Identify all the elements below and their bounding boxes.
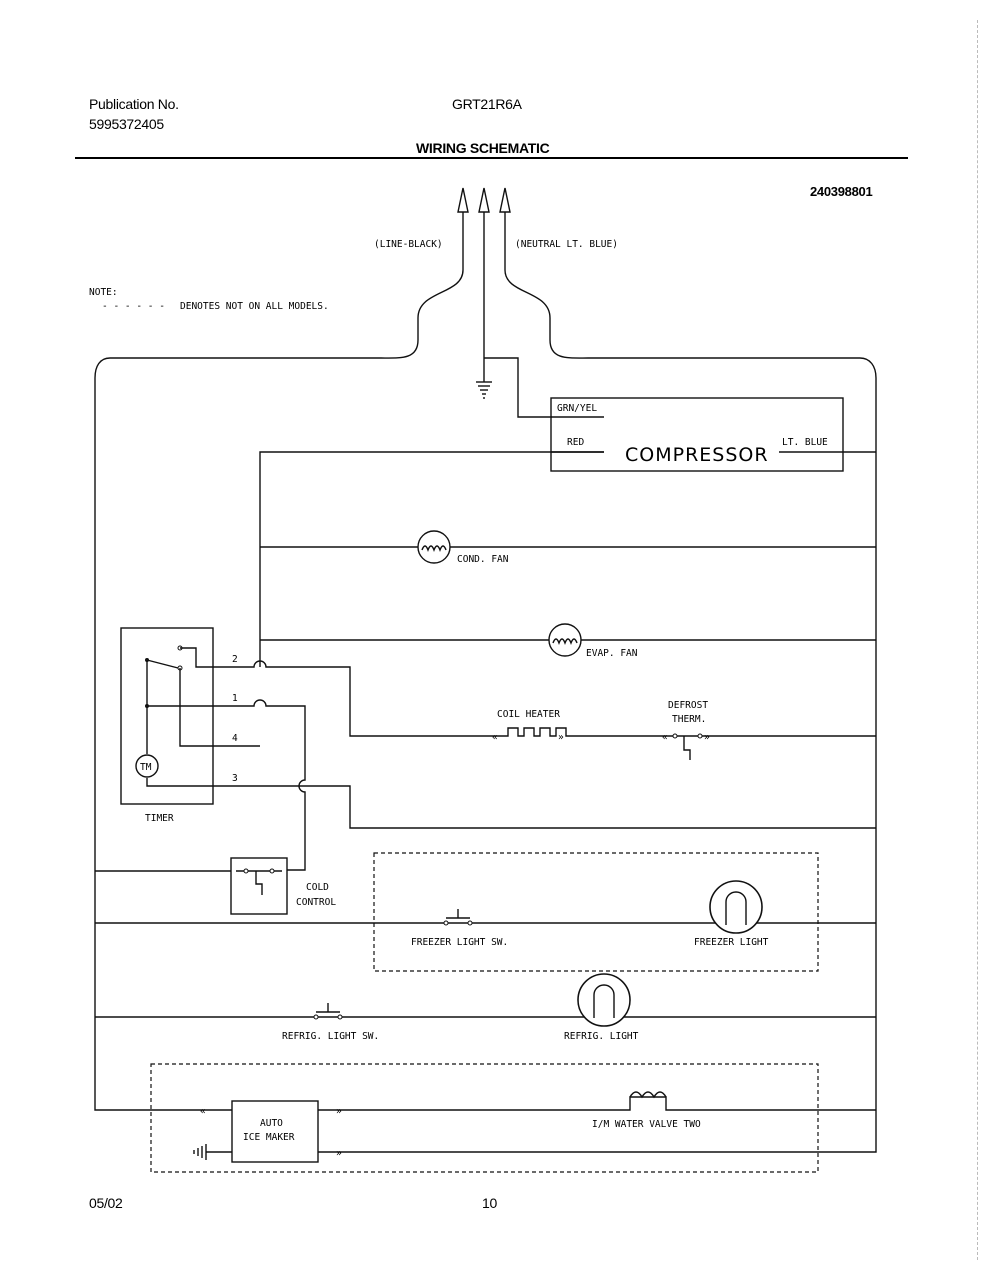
- refrig-light-bulb-icon: [577, 973, 631, 1027]
- svg-text:«: «: [492, 732, 498, 743]
- svg-text:»: »: [336, 1106, 342, 1117]
- evap-fan-motor-icon: [548, 623, 582, 657]
- timer-terminal-4-label: 4: [232, 733, 238, 744]
- timer-terminal-2-label: 2: [232, 654, 238, 665]
- timer-motor-label: TM: [140, 762, 152, 773]
- svg-text:»: »: [558, 732, 564, 743]
- freezer-light-bulb-icon: [709, 880, 763, 934]
- neutral-wire: [340, 212, 877, 1153]
- timer-label: TIMER: [145, 813, 174, 824]
- grn-yel-label: GRN/YEL: [557, 403, 597, 414]
- note-label: NOTE:: [89, 287, 118, 298]
- svg-text:»: »: [336, 1148, 342, 1159]
- cold-control-icon: [255, 871, 263, 895]
- publication-number: 5995372405: [89, 116, 164, 132]
- coil-heater-icon: [500, 727, 664, 737]
- defrost-label: DEFROST: [668, 700, 708, 711]
- svg-text:»: »: [704, 732, 710, 743]
- cold-label: COLD: [306, 882, 329, 893]
- water-valve-label: I/M WATER VALVE TWO: [592, 1119, 701, 1130]
- cold-control-box: [230, 857, 288, 915]
- refrig-light-sw-label: REFRIG. LIGHT SW.: [282, 1031, 379, 1042]
- red-wire: [259, 451, 604, 667]
- ice-maker-ground-icon: [193, 1144, 207, 1160]
- timer-terminal-3-label: 3: [232, 773, 238, 784]
- therm-label: THERM.: [672, 714, 706, 725]
- supply-arrows: [457, 187, 511, 213]
- timer-terminal-3-wire: [213, 785, 876, 829]
- ice-maker-option-box: [150, 1063, 819, 1173]
- page-edge-divider: [977, 20, 978, 1260]
- ground-icon: [476, 381, 492, 399]
- timer-terminal-1-wire: [213, 699, 306, 871]
- grn-yel-wire: [484, 357, 552, 418]
- lt-blue-label: LT. BLUE: [782, 437, 828, 448]
- freezer-light-sw-label: FREEZER LIGHT SW.: [411, 937, 508, 948]
- timer-internals: [145, 645, 260, 787]
- defrost-therm-icon: [683, 736, 691, 760]
- auto-label: AUTO: [260, 1118, 283, 1129]
- water-valve-wire: [318, 1096, 876, 1111]
- timer-terminal-1-label: 1: [232, 693, 238, 704]
- neutral-label: (NEUTRAL LT. BLUE): [515, 239, 618, 250]
- cond-fan-label: COND. FAN: [457, 554, 509, 565]
- svg-text:«: «: [662, 732, 668, 743]
- evap-fan-coil-icon: [552, 638, 578, 645]
- freezer-light-label: FREEZER LIGHT: [694, 937, 769, 948]
- cond-fan-motor-icon: [417, 530, 451, 564]
- water-valve-coil-icon: [629, 1091, 667, 1099]
- refrig-light-switch-icon: [316, 1003, 340, 1013]
- ice-maker-label: ICE MAKER: [243, 1132, 295, 1143]
- note-dashes: - - - - - -: [102, 301, 165, 312]
- coil-heater-label: COIL HEATER: [497, 709, 560, 720]
- publication-label: Publication No.: [89, 96, 179, 112]
- control-label: CONTROL: [296, 897, 336, 908]
- note-text: DENOTES NOT ON ALL MODELS.: [180, 301, 329, 312]
- page-title: WIRING SCHEMATIC: [416, 140, 550, 156]
- cond-fan-coil-icon: [421, 545, 447, 552]
- page-number: 10: [482, 1195, 497, 1211]
- timer-motor-icon: [135, 754, 159, 778]
- line-black-wire: [94, 212, 464, 1111]
- timer-box: [120, 627, 214, 805]
- red-label: RED: [567, 437, 584, 448]
- freezer-light-switch-icon: [446, 909, 470, 919]
- ice-maker-box: [231, 1100, 319, 1163]
- line-black-label: (LINE-BLACK): [374, 239, 443, 250]
- compressor-box: [550, 397, 844, 472]
- refrig-light-label: REFRIG. LIGHT: [564, 1031, 639, 1042]
- model-number: GRT21R6A: [452, 96, 522, 112]
- compressor-label: COMPRESSOR: [625, 444, 769, 466]
- evap-fan-label: EVAP. FAN: [586, 648, 638, 659]
- svg-text:«: «: [200, 1106, 206, 1117]
- footer-date: 05/02: [89, 1195, 123, 1211]
- connector-icons: « » » « » « »: [200, 732, 710, 1159]
- timer-terminal-2-wire: [213, 660, 500, 737]
- freezer-light-option-box: [373, 852, 819, 972]
- drawing-number: 240398801: [810, 184, 873, 199]
